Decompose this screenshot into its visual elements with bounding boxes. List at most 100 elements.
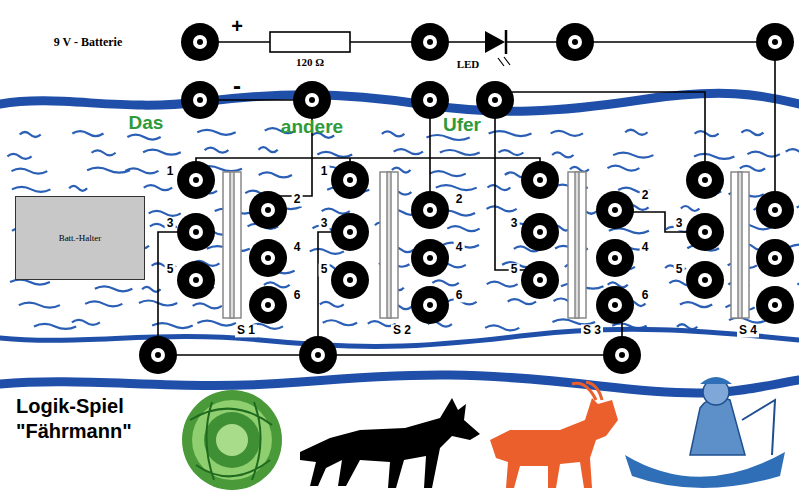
solder-terminal [556, 23, 594, 61]
wolf-picture [300, 398, 480, 488]
solder-terminal [596, 191, 634, 229]
wave-stroke [440, 150, 480, 155]
solder-terminal [411, 239, 449, 277]
wave-stroke [259, 147, 278, 152]
solder-terminal [411, 191, 449, 229]
solder-terminal [177, 161, 215, 199]
wave-stroke [436, 185, 477, 190]
solder-terminal [756, 286, 794, 324]
wave-stroke [322, 209, 350, 214]
wave-stroke [310, 249, 344, 254]
pin-number: 1 [165, 165, 176, 178]
solder-terminal [521, 161, 559, 199]
river-bank [0, 93, 799, 393]
wave-stroke [34, 324, 76, 329]
wave-stroke [552, 152, 573, 157]
wave-stroke [508, 299, 536, 304]
pin-number: 6 [454, 289, 465, 302]
pin-number: 2 [292, 193, 303, 206]
wave-stroke [430, 171, 466, 176]
solder-terminal [331, 161, 369, 199]
wave-stroke [72, 320, 100, 325]
solder-terminal [299, 336, 337, 374]
pin-number: 4 [640, 241, 651, 254]
wave-stroke [95, 286, 133, 291]
battery-holder: Batt.-Halter [15, 196, 145, 280]
wave-stroke [12, 187, 51, 192]
wave-stroke [127, 135, 160, 140]
wave-stroke [11, 169, 47, 174]
pin-number: 3 [165, 217, 176, 230]
resistor-symbol [270, 32, 350, 52]
pin-number: 5 [165, 263, 176, 276]
terminal [139, 23, 794, 374]
minus-sign: - [233, 73, 241, 99]
wave-stroke [694, 154, 734, 159]
title-text: Logik-Spiel "Fährmann" [16, 395, 132, 442]
pin-number: 3 [509, 217, 520, 230]
pin-number: 6 [292, 289, 303, 302]
wave-stroke [19, 303, 60, 308]
wave-stroke [607, 166, 639, 171]
wave-stroke [570, 167, 589, 172]
wave-stroke [681, 206, 700, 211]
wave-stroke [487, 282, 518, 287]
pin-number: 5 [674, 263, 685, 276]
wave-stroke [92, 150, 116, 155]
wave-stroke [149, 211, 181, 216]
solder-terminal [411, 23, 449, 61]
pin-number: 5 [509, 263, 520, 276]
wave-stroke [695, 131, 719, 136]
wave-stroke [197, 130, 235, 135]
wave-stroke [487, 185, 510, 190]
wave-stroke [197, 321, 236, 326]
solder-terminal [686, 261, 724, 299]
solder-terminal [756, 23, 794, 61]
solder-terminal [603, 336, 641, 374]
wave-stroke [85, 301, 122, 306]
pin-number: 3 [319, 217, 330, 230]
wave-stroke [680, 302, 712, 307]
wave-stroke [499, 150, 524, 155]
wave-stroke [797, 282, 799, 287]
solder-terminal [181, 81, 219, 119]
led-symbol [485, 30, 510, 66]
resistor-value: 120 Ω [296, 56, 324, 68]
wave-stroke [259, 172, 292, 177]
solder-terminal [596, 239, 634, 277]
wave-stroke [613, 153, 653, 158]
pin-number: 1 [319, 165, 330, 178]
pin-number: 4 [454, 241, 465, 254]
wave-stroke [487, 206, 517, 211]
led-label: LED [457, 58, 480, 70]
pin-number: 3 [674, 217, 685, 230]
wave-stroke [741, 130, 763, 135]
shore-label: andere [281, 117, 343, 138]
pin-number: 4 [292, 241, 303, 254]
wave-stroke [69, 186, 87, 191]
node-text: Batt.-Halter [55, 229, 106, 247]
shore-label: Das [129, 113, 164, 134]
solder-terminal [521, 213, 559, 251]
shore-label: Ufer [443, 115, 481, 136]
wave-stroke [432, 280, 458, 285]
solder-terminal [249, 191, 287, 229]
solder-terminal [249, 286, 287, 324]
solder-terminal [686, 213, 724, 251]
solder-terminal [521, 261, 559, 299]
plus-sign: + [231, 15, 243, 37]
wave-stroke [394, 149, 423, 154]
wave-stroke [143, 150, 181, 155]
solder-terminal [756, 191, 794, 229]
solder-terminal [249, 239, 287, 277]
pin-number: 2 [454, 193, 465, 206]
water-waves [7, 128, 799, 330]
wave-stroke [72, 131, 103, 136]
solder-terminal [476, 81, 514, 119]
wave-stroke [87, 168, 130, 173]
solder-terminal [331, 261, 369, 299]
switch-label: S 2 [391, 324, 413, 337]
wave-stroke [485, 325, 519, 330]
wave-stroke [382, 131, 405, 136]
